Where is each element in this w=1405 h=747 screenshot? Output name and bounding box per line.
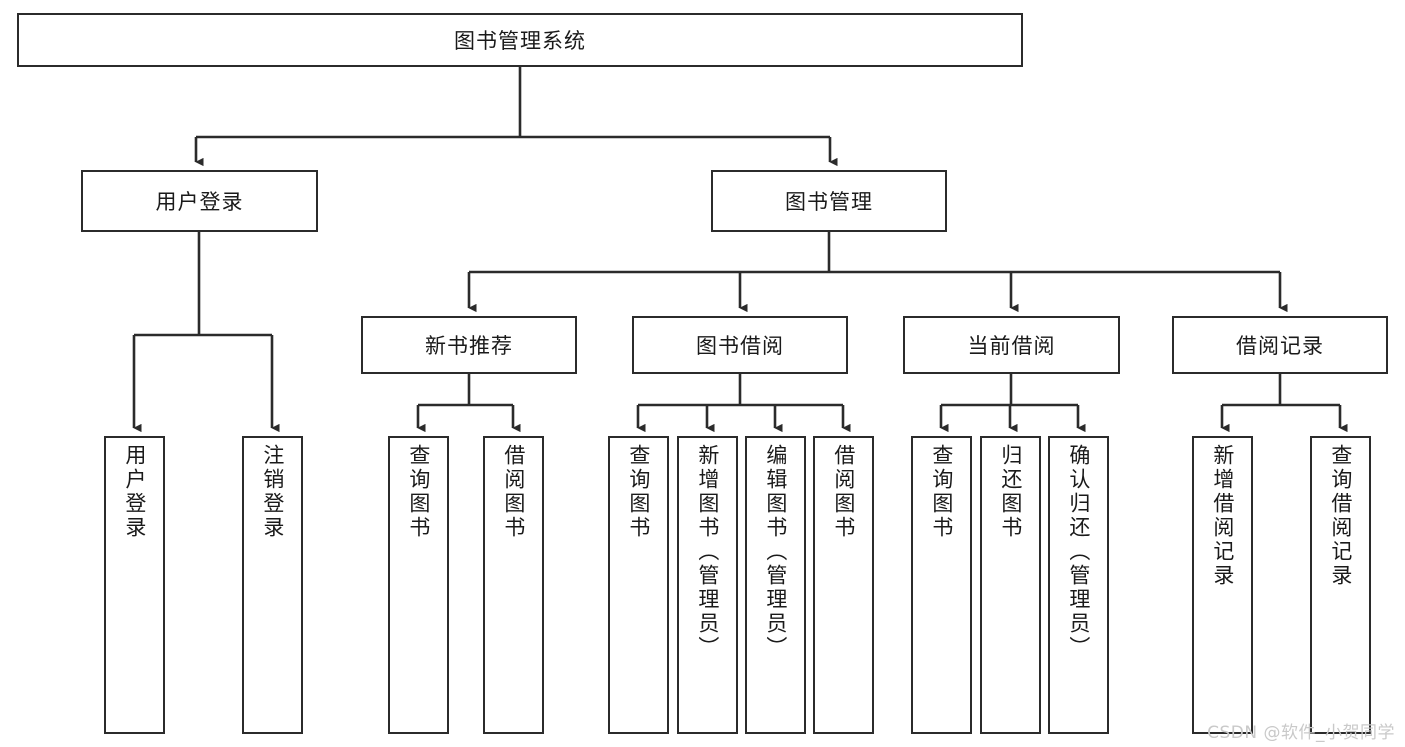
leaf-book-borrow-add-admin[interactable]: 新增图书（管理员） <box>677 436 738 734</box>
node-label: 新增图书（管理员） <box>695 444 720 660</box>
leaf-user-login-signin[interactable]: 用户登录 <box>104 436 165 734</box>
leaf-new-book-query[interactable]: 查询图书 <box>388 436 449 734</box>
node-label: 编辑图书（管理员） <box>763 444 788 660</box>
leaf-current-borrow-confirm-admin[interactable]: 确认归还（管理员） <box>1048 436 1109 734</box>
leaf-current-borrow-return[interactable]: 归还图书 <box>980 436 1041 734</box>
node-label: 确认归还（管理员） <box>1066 444 1091 660</box>
node-root-system[interactable]: 图书管理系统 <box>17 13 1023 67</box>
node-label: 图书管理 <box>785 190 873 214</box>
node-label: 借阅记录 <box>1236 334 1324 358</box>
node-label: 借阅图书 <box>501 444 526 540</box>
leaf-book-borrow-edit-admin[interactable]: 编辑图书（管理员） <box>745 436 806 734</box>
leaf-current-borrow-query[interactable]: 查询图书 <box>911 436 972 734</box>
node-label: 查询借阅记录 <box>1328 444 1353 588</box>
csdn-watermark: CSDN @软件_小贺同学 <box>1207 723 1395 743</box>
leaf-new-book-borrow[interactable]: 借阅图书 <box>483 436 544 734</box>
node-user-login[interactable]: 用户登录 <box>81 170 318 232</box>
node-label: 新增借阅记录 <box>1210 444 1235 588</box>
node-label: 查询图书 <box>929 444 954 540</box>
node-label: 用户登录 <box>122 444 147 540</box>
leaf-book-borrow-borrow[interactable]: 借阅图书 <box>813 436 874 734</box>
node-book-management[interactable]: 图书管理 <box>711 170 947 232</box>
node-label: 图书管理系统 <box>454 29 586 53</box>
node-label: 当前借阅 <box>967 334 1056 358</box>
node-label: 借阅图书 <box>831 444 856 540</box>
node-current-borrow[interactable]: 当前借阅 <box>903 316 1120 374</box>
node-label: 查询图书 <box>406 444 431 540</box>
leaf-user-login-signout[interactable]: 注销登录 <box>242 436 303 734</box>
leaf-borrow-record-query[interactable]: 查询借阅记录 <box>1310 436 1371 734</box>
node-label: 用户登录 <box>155 190 244 214</box>
leaf-book-borrow-query[interactable]: 查询图书 <box>608 436 669 734</box>
node-label: 查询图书 <box>626 444 651 540</box>
node-label: 注销登录 <box>260 444 285 540</box>
node-label: 新书推荐 <box>425 334 513 358</box>
node-borrow-record[interactable]: 借阅记录 <box>1172 316 1388 374</box>
node-book-borrow[interactable]: 图书借阅 <box>632 316 848 374</box>
node-label: 归还图书 <box>998 444 1023 540</box>
node-new-book-recommend[interactable]: 新书推荐 <box>361 316 577 374</box>
leaf-borrow-record-add[interactable]: 新增借阅记录 <box>1192 436 1253 734</box>
node-label: 图书借阅 <box>696 334 784 358</box>
